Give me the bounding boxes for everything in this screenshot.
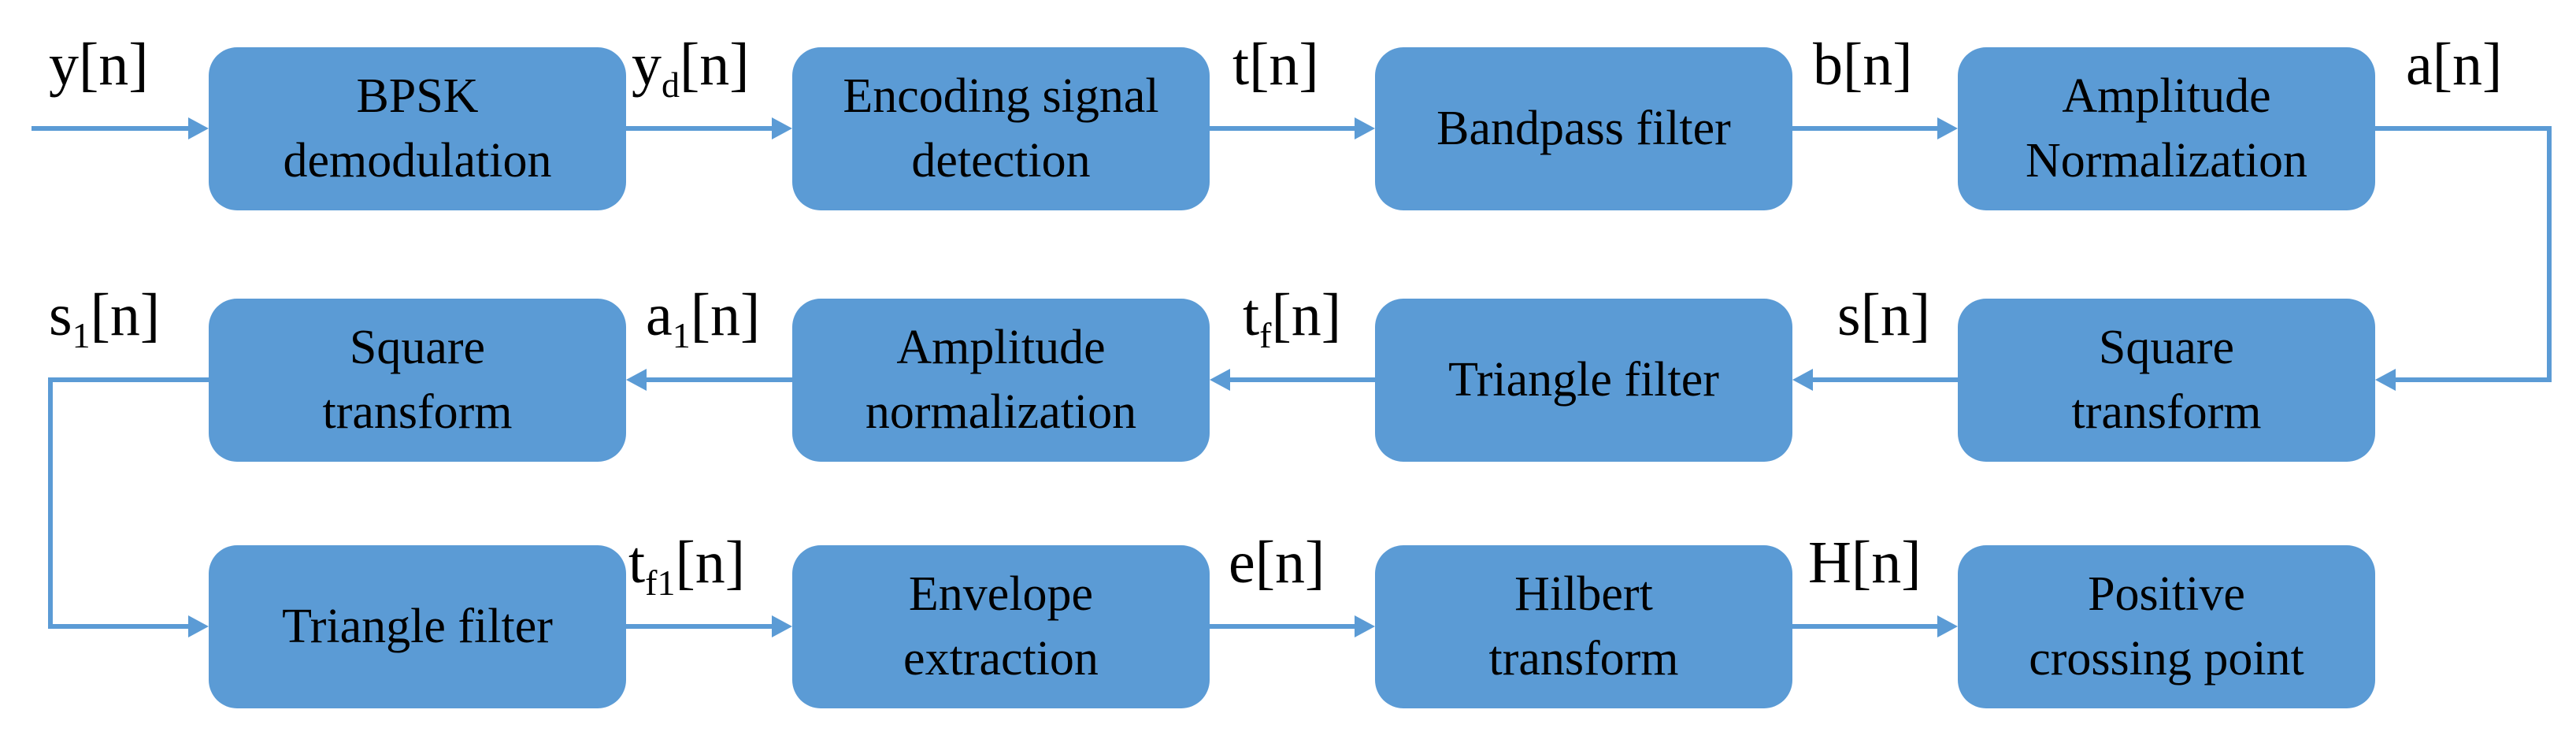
arrow-square-to-triangle-2 — [48, 377, 209, 629]
block-triangle-filter-1: Triangle filter — [1375, 299, 1792, 462]
signal-b: b[n] — [1813, 32, 1913, 98]
signal-s: s[n] — [1837, 282, 1931, 348]
signal-yd: yd[n] — [632, 32, 750, 106]
arrow-input-to-bpsk-head — [188, 117, 209, 139]
arrow-square-to-triangle-head — [1792, 369, 1813, 391]
block-label: Hilbert transform — [1488, 567, 1679, 686]
block-label: BPSK demodulation — [283, 69, 552, 188]
block-label: Square transform — [2071, 320, 2262, 439]
signal-y: y[n] — [49, 32, 149, 98]
block-label: Amplitude Normalization — [2025, 69, 2308, 188]
arrow-bandpass-to-amplitude-head — [1937, 117, 1958, 139]
arrow-envelope-to-hilbert-head — [1355, 615, 1375, 637]
block-encoding-signal-detection: Encoding signal detection — [792, 47, 1210, 210]
arrow-amplitude-to-square-head — [2375, 369, 2396, 391]
arrow-amplitude-to-square-2-head — [626, 369, 647, 391]
block-hilbert-transform: Hilbert transform — [1375, 545, 1792, 708]
signal-tf1: tf1[n] — [628, 529, 746, 604]
block-triangle-filter-2: Triangle filter — [209, 545, 626, 708]
block-square-transform-1: Square transform — [1958, 299, 2375, 462]
block-label: Positive crossing point — [2029, 567, 2304, 686]
arrow-hilbert-to-crossing-head — [1937, 615, 1958, 637]
arrow-bpsk-to-encoding-head — [772, 117, 792, 139]
block-label: Triangle filter — [1448, 352, 1719, 407]
block-bpsk-demodulation: BPSK demodulation — [209, 47, 626, 210]
block-label: Triangle filter — [282, 599, 553, 653]
block-label: Bandpass filter — [1436, 101, 1731, 155]
arrow-square-to-triangle-2-head — [188, 615, 209, 637]
block-envelope-extraction: Envelope extraction — [792, 545, 1210, 708]
signal-t: t[n] — [1232, 32, 1319, 98]
signal-a1: a1[n] — [646, 282, 761, 356]
block-amplitude-normalization-2: Amplitude normalization — [792, 299, 1210, 462]
signal-a: a[n] — [2406, 32, 2503, 98]
signal-h: H[n] — [1808, 529, 1922, 596]
arrow-encoding-to-bandpass-head — [1355, 117, 1375, 139]
block-bandpass-filter: Bandpass filter — [1375, 47, 1792, 210]
block-amplitude-normalization-1: Amplitude Normalization — [1958, 47, 2375, 210]
signal-s1: s1[n] — [49, 282, 161, 356]
block-label: Encoding signal detection — [843, 69, 1159, 188]
block-positive-crossing-point: Positive crossing point — [1958, 545, 2375, 708]
arrow-triangle-to-amplitude-head — [1210, 369, 1230, 391]
arrow-amplitude-to-square — [2375, 126, 2552, 382]
block-label: Square transform — [322, 320, 513, 439]
signal-e: e[n] — [1229, 529, 1325, 596]
block-label: Envelope extraction — [903, 567, 1099, 686]
arrow-triangle-to-envelope-head — [772, 615, 792, 637]
block-label: Amplitude normalization — [865, 320, 1137, 439]
block-square-transform-2: Square transform — [209, 299, 626, 462]
signal-tf: tf[n] — [1243, 282, 1342, 356]
